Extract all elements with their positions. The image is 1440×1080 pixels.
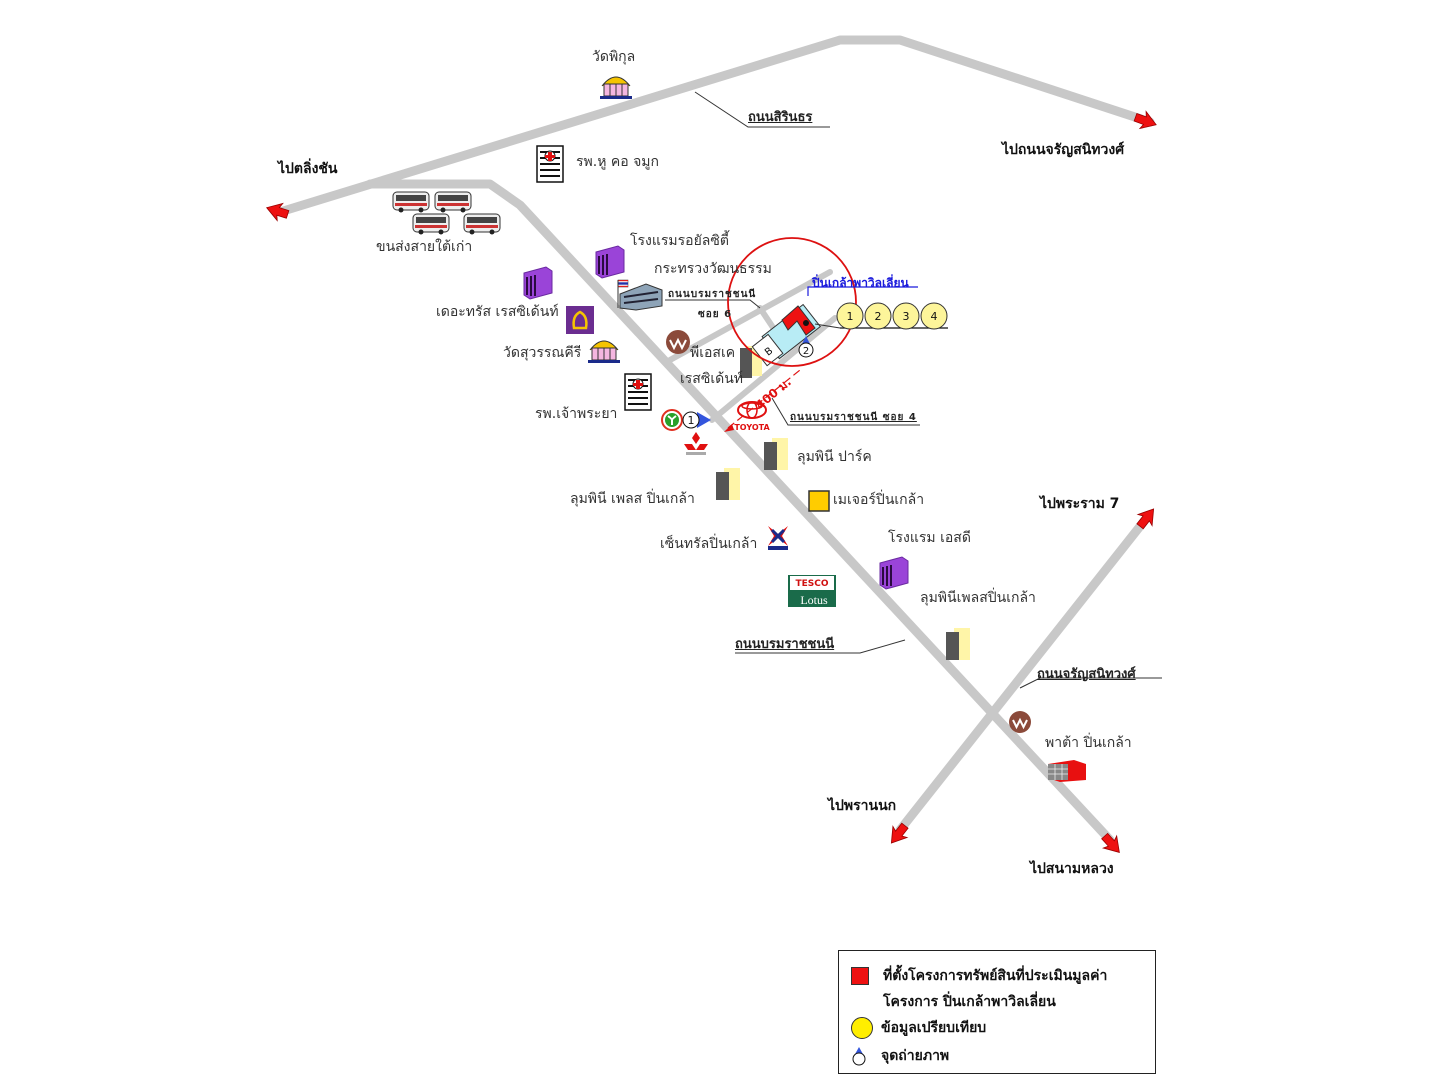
condo-building-icon (740, 346, 762, 378)
comparable-marker: 2 (864, 302, 892, 330)
major-cineplex-icon (808, 490, 830, 512)
label-royal-city-hotel: โรงแรมรอยัลซิตี้ (630, 233, 729, 249)
hospital-icon (536, 145, 564, 183)
photo-point-icon (852, 1047, 866, 1066)
svg-text:4: 4 (931, 310, 938, 323)
condo-building-icon (764, 438, 788, 470)
comparable-marker: 1 (836, 302, 864, 330)
label-central-pinklao: เซ็นทรัลปิ่นเกล้า (660, 536, 758, 552)
label-lumpini-place: ลุมพินี เพลส ปิ่นเกล้า (570, 491, 695, 507)
svg-text:2: 2 (803, 346, 809, 357)
red-square-icon (851, 967, 869, 985)
scb-bank-icon (566, 306, 594, 334)
bus-icon (412, 213, 450, 235)
label-to-charansanitwong: ไปถนนจรัญสนิทวงศ์ (1002, 142, 1125, 158)
hotel-icon (879, 556, 909, 590)
legend-item-photo-point: จุดถ่ายภาพ (851, 1045, 949, 1067)
direction-arrow-taling-chan (263, 198, 291, 224)
tesco-lotus-icon: TESCO Lotus (788, 575, 836, 607)
svg-text:2: 2 (875, 310, 882, 323)
legend-subject-line2: โครงการ ปิ่นเกล้าพาวิลเลี่ยน (883, 994, 1056, 1010)
label-to-rama7: ไปพระราม 7 (1040, 496, 1120, 512)
central-icon (768, 526, 788, 550)
label-lumpini-park: ลุมพินี ปาร์ค (797, 449, 872, 465)
mitsubishi-icon (684, 432, 708, 455)
subject-radius-circle (727, 237, 857, 367)
road-sirindhorn (275, 35, 1155, 217)
hotel-icon (595, 245, 625, 279)
legend-item-subject-name: โครงการ ปิ่นเกล้าพาวิลเลี่ยน (883, 991, 1056, 1013)
label-ministry-of-culture: กระทรวงวัฒนธรรม (654, 261, 772, 277)
bank-logo-icon (666, 330, 690, 354)
legend-subject-line1: ที่ตั้งโครงการทรัพย์สินที่ประเมินมูลค่า (883, 968, 1108, 984)
pata-department-store-icon (1048, 760, 1086, 782)
svg-text:TESCO: TESCO (795, 579, 828, 589)
hotel-icon (523, 266, 553, 300)
label-wat-suwannakhiri: วัดสุวรรณคีรี (503, 345, 582, 361)
road-soi6 (667, 269, 833, 363)
label-wat-phikul: วัดพิกุล (592, 49, 636, 65)
kbank-icon (661, 409, 683, 431)
photo-point-1: 1 (682, 411, 711, 429)
subject-building-icon (781, 305, 816, 336)
comparable-marker: 3 (892, 302, 920, 330)
label-road-charansanitwong: ถนนจรัญสนิทวงศ์ (1037, 667, 1136, 682)
temple-icon (588, 340, 620, 363)
svg-text:1: 1 (847, 310, 854, 323)
direction-arrow-charansanitwong (1132, 108, 1160, 134)
svg-text:TOYOTA: TOYOTA (734, 423, 770, 432)
label-ps-residence-1: พีเอสเค (690, 345, 736, 361)
map-legend: ที่ตั้งโครงการทรัพย์สินที่ประเมินมูลค่า … (838, 950, 1156, 1074)
road-borommaratchachonnani (365, 179, 1115, 845)
label-to-sanam-luang: ไปสนามหลวง (1030, 861, 1114, 877)
government-building-icon (617, 279, 663, 311)
label-road-soi6-line2: ซอย 6 (698, 309, 733, 320)
photo-point-2: 2 (798, 336, 814, 358)
label-pata-pinklao: พาต้า ปิ่นเกล้า (1045, 735, 1132, 751)
road-soi4 (709, 315, 838, 423)
label-road-sirindhorn: ถนนสิรินธร (748, 110, 813, 125)
legend-item-subject: ที่ตั้งโครงการทรัพย์สินที่ประเมินมูลค่า (851, 965, 1107, 987)
temple-icon (600, 76, 632, 99)
condo-building-icon (716, 468, 740, 500)
bank-logo-icon (1009, 711, 1031, 733)
label-road-borommaratchachonnani: ถนนบรมราชชนนี (735, 637, 835, 652)
legend-photo-point: จุดถ่ายภาพ (881, 1048, 950, 1064)
legend-comparable: ข้อมูลเปรียบเทียบ (881, 1020, 987, 1036)
label-the-trust-residence: เดอะทรัส เรสซิเด้นท์ (436, 304, 559, 320)
label-sd-hotel: โรงแรม เอสดี (888, 530, 971, 546)
subject-site: B (727, 237, 948, 367)
bus-icon (434, 191, 472, 213)
label-ent-hospital: รพ.หู คอ จมูก (576, 154, 660, 170)
road-charansanitwong (895, 515, 1150, 835)
bus-icon (392, 191, 430, 213)
svg-text:1: 1 (688, 414, 695, 427)
bus-icons (392, 191, 501, 235)
hospital-icon (624, 373, 652, 411)
label-subject-project: ปิ่นเกล้าพาวิลเลี่ยน (812, 276, 909, 290)
comparables: 1 2 3 4 (836, 302, 948, 330)
label-ps-residence-2: เรสซิเด้นท์ (680, 371, 744, 387)
label-to-phranok: ไปพรานนก (828, 798, 897, 814)
label-southern-bus-terminal: ขนส่งสายใต้เก่า (376, 239, 473, 255)
label-lumpini-place-2: ลุมพินีเพลสปิ่นเกล้า (920, 590, 1036, 606)
comparable-marker: 4 (920, 302, 948, 330)
condo-building-icon (946, 628, 970, 660)
svg-text:3: 3 (903, 310, 910, 323)
road-leaders (665, 91, 1162, 689)
roads (275, 35, 1155, 845)
svg-text:Lotus: Lotus (800, 593, 828, 607)
bus-icon (463, 213, 501, 235)
label-major-pinklao: เมเจอร์ปิ่นเกล้า (833, 492, 925, 508)
yellow-circle-icon (851, 1017, 873, 1039)
legend-item-comparable: ข้อมูลเปรียบเทียบ (851, 1017, 986, 1039)
label-chao-phraya-hospital: รพ.เจ้าพระยา (535, 406, 618, 422)
label-road-soi4: ถนนบรมราชชนนี ซอย 4 (790, 412, 917, 423)
label-to-taling-chan: ไปตลิ่งชัน (278, 161, 338, 177)
label-road-soi6-line1: ถนนบรมราชชนนี (668, 289, 757, 300)
